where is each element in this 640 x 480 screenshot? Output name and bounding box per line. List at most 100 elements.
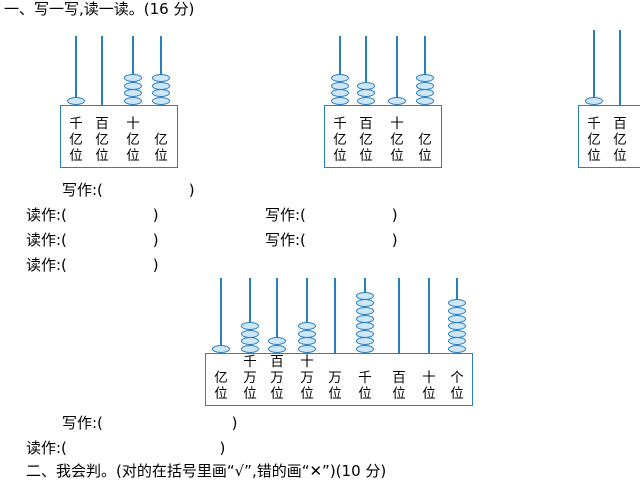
place-value-label: 十位 bbox=[422, 370, 436, 402]
place-value-label: 十万位 bbox=[300, 354, 314, 402]
abacus-bead bbox=[356, 307, 374, 315]
abacus-bead bbox=[356, 329, 374, 338]
abacus-2: 千亿位百亿位 十亿位亿位 bbox=[324, 36, 442, 168]
abacus-rod bbox=[398, 278, 400, 353]
abacus-bead bbox=[448, 337, 466, 346]
abacus-rod bbox=[249, 278, 251, 353]
place-value-label: 百位 bbox=[392, 370, 406, 402]
abacus-rod bbox=[334, 278, 336, 353]
abacus-bead bbox=[124, 89, 142, 98]
abacus-bead bbox=[331, 97, 349, 105]
abacus-bead bbox=[585, 97, 603, 105]
abacus-rod bbox=[428, 278, 430, 353]
abacus-bead bbox=[357, 81, 375, 90]
abacus-1: 千亿位百亿位 十亿位亿位 bbox=[60, 36, 178, 168]
abacus-rod bbox=[132, 36, 134, 105]
abacus-bead bbox=[152, 74, 170, 83]
answer-read-2[interactable]: 读作:( ) bbox=[26, 231, 159, 249]
place-value-label: 千万位 bbox=[243, 354, 257, 402]
section1-heading: 一、写一写,读一读。(16 分) bbox=[4, 0, 195, 18]
place-value-label: 千亿位 bbox=[69, 116, 83, 164]
abacus-frame bbox=[205, 353, 473, 406]
place-value-label: 万位 bbox=[328, 370, 342, 402]
abacus-rod bbox=[101, 36, 103, 105]
place-value-label: 亿位 bbox=[214, 370, 228, 402]
abacus-bead bbox=[356, 345, 374, 353]
answer-read-3[interactable]: 读作:( ) bbox=[26, 256, 159, 274]
abacus-bead bbox=[241, 329, 259, 338]
abacus-rod bbox=[306, 278, 308, 353]
place-value-label: 亿位 bbox=[154, 132, 168, 164]
place-value-label: 百万位 bbox=[270, 354, 284, 402]
abacus-bead bbox=[356, 299, 374, 308]
abacus-bead bbox=[416, 74, 434, 83]
abacus-bead bbox=[448, 329, 466, 338]
abacus-frame bbox=[578, 105, 640, 168]
place-value-label: 个位 bbox=[450, 370, 464, 402]
abacus-rod bbox=[220, 278, 222, 353]
answer-write-1[interactable]: 写作:( ) bbox=[62, 181, 195, 199]
abacus-4: 亿位 千万位百万位 十万位万位千位百位十位个位 bbox=[205, 278, 473, 406]
place-value-label: 百亿位 bbox=[95, 116, 109, 164]
abacus-rod bbox=[276, 278, 278, 353]
place-value-label: 千亿位 bbox=[587, 116, 601, 164]
place-value-label: 千亿位 bbox=[333, 116, 347, 164]
abacus-bead bbox=[241, 345, 259, 353]
abacus-bead bbox=[268, 337, 286, 346]
answer-write-4[interactable]: 写作:( ) bbox=[62, 414, 238, 432]
abacus-bead bbox=[448, 307, 466, 315]
answer-write-3[interactable]: 写作:( ) bbox=[265, 231, 398, 249]
answer-read-4[interactable]: 读作:( ) bbox=[26, 439, 226, 457]
abacus-bead bbox=[416, 81, 434, 90]
abacus-bead bbox=[152, 89, 170, 98]
place-value-label: 十亿位 bbox=[390, 116, 404, 164]
abacus-3: 千亿位百亿位 bbox=[578, 30, 640, 168]
abacus-bead bbox=[448, 322, 466, 331]
place-value-label: 亿位 bbox=[418, 132, 432, 164]
abacus-bead bbox=[448, 314, 466, 323]
abacus-bead bbox=[331, 89, 349, 98]
abacus-bead bbox=[356, 314, 374, 323]
place-value-label: 千位 bbox=[358, 370, 372, 402]
abacus-bead bbox=[416, 97, 434, 105]
abacus-bead bbox=[124, 97, 142, 105]
answer-read-1[interactable]: 读作:( ) bbox=[26, 206, 159, 224]
abacus-bead bbox=[331, 74, 349, 83]
abacus-bead bbox=[416, 89, 434, 98]
abacus-bead bbox=[241, 322, 259, 331]
abacus-rod bbox=[365, 36, 367, 105]
abacus-rod bbox=[619, 30, 621, 105]
abacus-bead bbox=[357, 97, 375, 105]
place-value-label: 百亿位 bbox=[613, 116, 627, 164]
abacus-bead bbox=[298, 322, 316, 331]
abacus-bead bbox=[152, 97, 170, 105]
abacus-bead bbox=[67, 97, 85, 105]
abacus-frame bbox=[60, 105, 178, 168]
abacus-rod bbox=[593, 30, 595, 105]
abacus-rod bbox=[339, 36, 341, 105]
abacus-bead bbox=[356, 337, 374, 346]
section2-heading: 二、我会判。(对的在括号里画“√”,错的画“✕”)(10 分) bbox=[26, 462, 387, 480]
abacus-bead bbox=[124, 74, 142, 83]
abacus-bead bbox=[448, 345, 466, 353]
abacus-bead bbox=[357, 89, 375, 98]
abacus-bead bbox=[331, 81, 349, 90]
abacus-bead bbox=[356, 291, 374, 300]
answer-write-2[interactable]: 写作:( ) bbox=[265, 206, 398, 224]
abacus-bead bbox=[448, 299, 466, 308]
abacus-bead bbox=[356, 322, 374, 331]
place-value-label: 十亿位 bbox=[126, 116, 140, 164]
abacus-bead bbox=[388, 97, 406, 105]
abacus-rod bbox=[75, 36, 77, 105]
abacus-frame bbox=[324, 105, 442, 168]
abacus-bead bbox=[298, 337, 316, 346]
abacus-rod bbox=[396, 36, 398, 105]
abacus-bead bbox=[298, 345, 316, 353]
abacus-bead bbox=[124, 81, 142, 90]
abacus-bead bbox=[152, 81, 170, 90]
place-value-label: 百亿位 bbox=[359, 116, 373, 164]
abacus-rod bbox=[160, 36, 162, 105]
abacus-rod bbox=[424, 36, 426, 105]
abacus-bead bbox=[268, 345, 286, 353]
abacus-bead bbox=[212, 345, 230, 353]
